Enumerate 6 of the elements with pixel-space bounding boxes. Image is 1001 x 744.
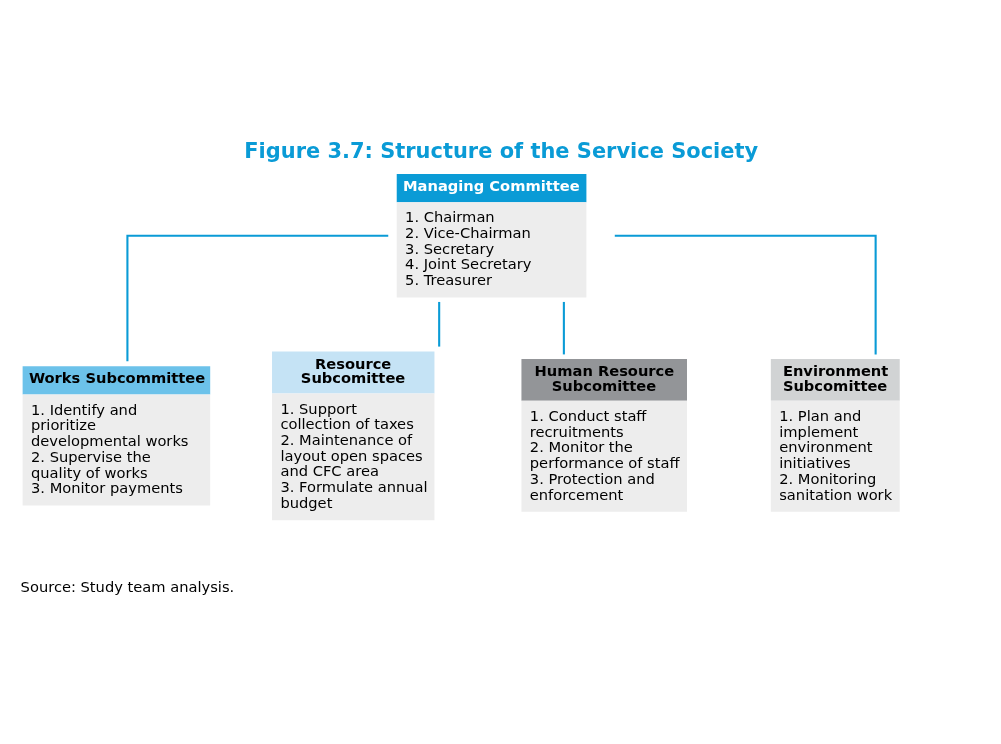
connector <box>437 301 440 347</box>
connector <box>125 234 388 361</box>
label: Source: Study team analysis. <box>20 577 234 595</box>
connector <box>614 234 877 354</box>
connector <box>562 301 565 354</box>
diagram-title: Figure 3.7: Structure of the Service Society <box>243 138 758 163</box>
